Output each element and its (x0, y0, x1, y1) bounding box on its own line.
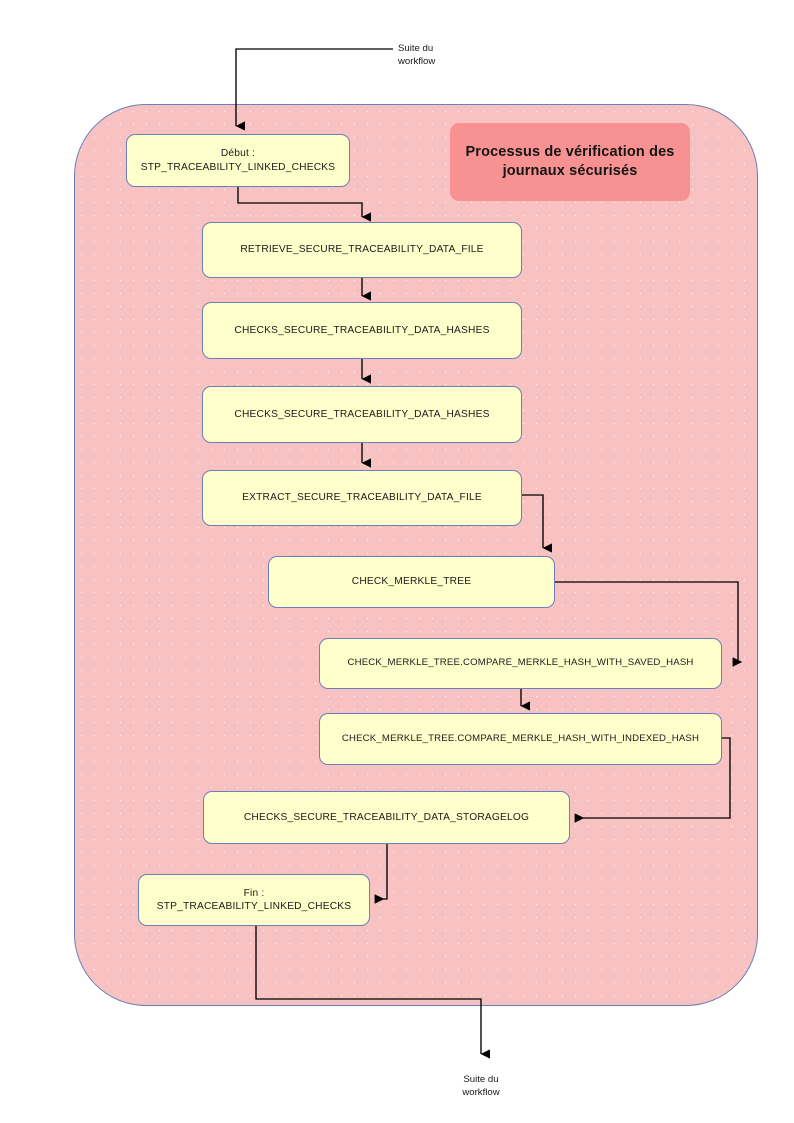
node-start[interactable]: Début : STP_TRACEABILITY_LINKED_CHECKS (126, 134, 350, 187)
entry-workflow-label: Suite du workflow (398, 43, 436, 68)
node-end[interactable]: Fin : STP_TRACEABILITY_LINKED_CHECKS (138, 874, 370, 926)
process-title: Processus de vérification des journaux s… (450, 123, 690, 201)
node-check-merkle-tree-compare-merkle-hash-with-indexed-hash[interactable]: CHECK_MERKLE_TREE.COMPARE_MERKLE_HASH_WI… (319, 713, 722, 765)
node-check-merkle-tree[interactable]: CHECK_MERKLE_TREE (268, 556, 555, 608)
node-checks-secure-traceability-data-storagelog[interactable]: CHECKS_SECURE_TRACEABILITY_DATA_STORAGEL… (203, 791, 570, 844)
node-checks-secure-traceability-data-hashes-1[interactable]: CHECKS_SECURE_TRACEABILITY_DATA_HASHES (202, 302, 522, 359)
node-retrieve-secure-traceability-data-file[interactable]: RETRIEVE_SECURE_TRACEABILITY_DATA_FILE (202, 222, 522, 278)
exit-workflow-label: Suite du workflow (462, 1074, 500, 1099)
node-check-merkle-tree-compare-merkle-hash-with-saved-hash[interactable]: CHECK_MERKLE_TREE.COMPARE_MERKLE_HASH_WI… (319, 638, 722, 689)
node-checks-secure-traceability-data-hashes-2[interactable]: CHECKS_SECURE_TRACEABILITY_DATA_HASHES (202, 386, 522, 443)
node-extract-secure-traceability-data-file[interactable]: EXTRACT_SECURE_TRACEABILITY_DATA_FILE (202, 470, 522, 526)
